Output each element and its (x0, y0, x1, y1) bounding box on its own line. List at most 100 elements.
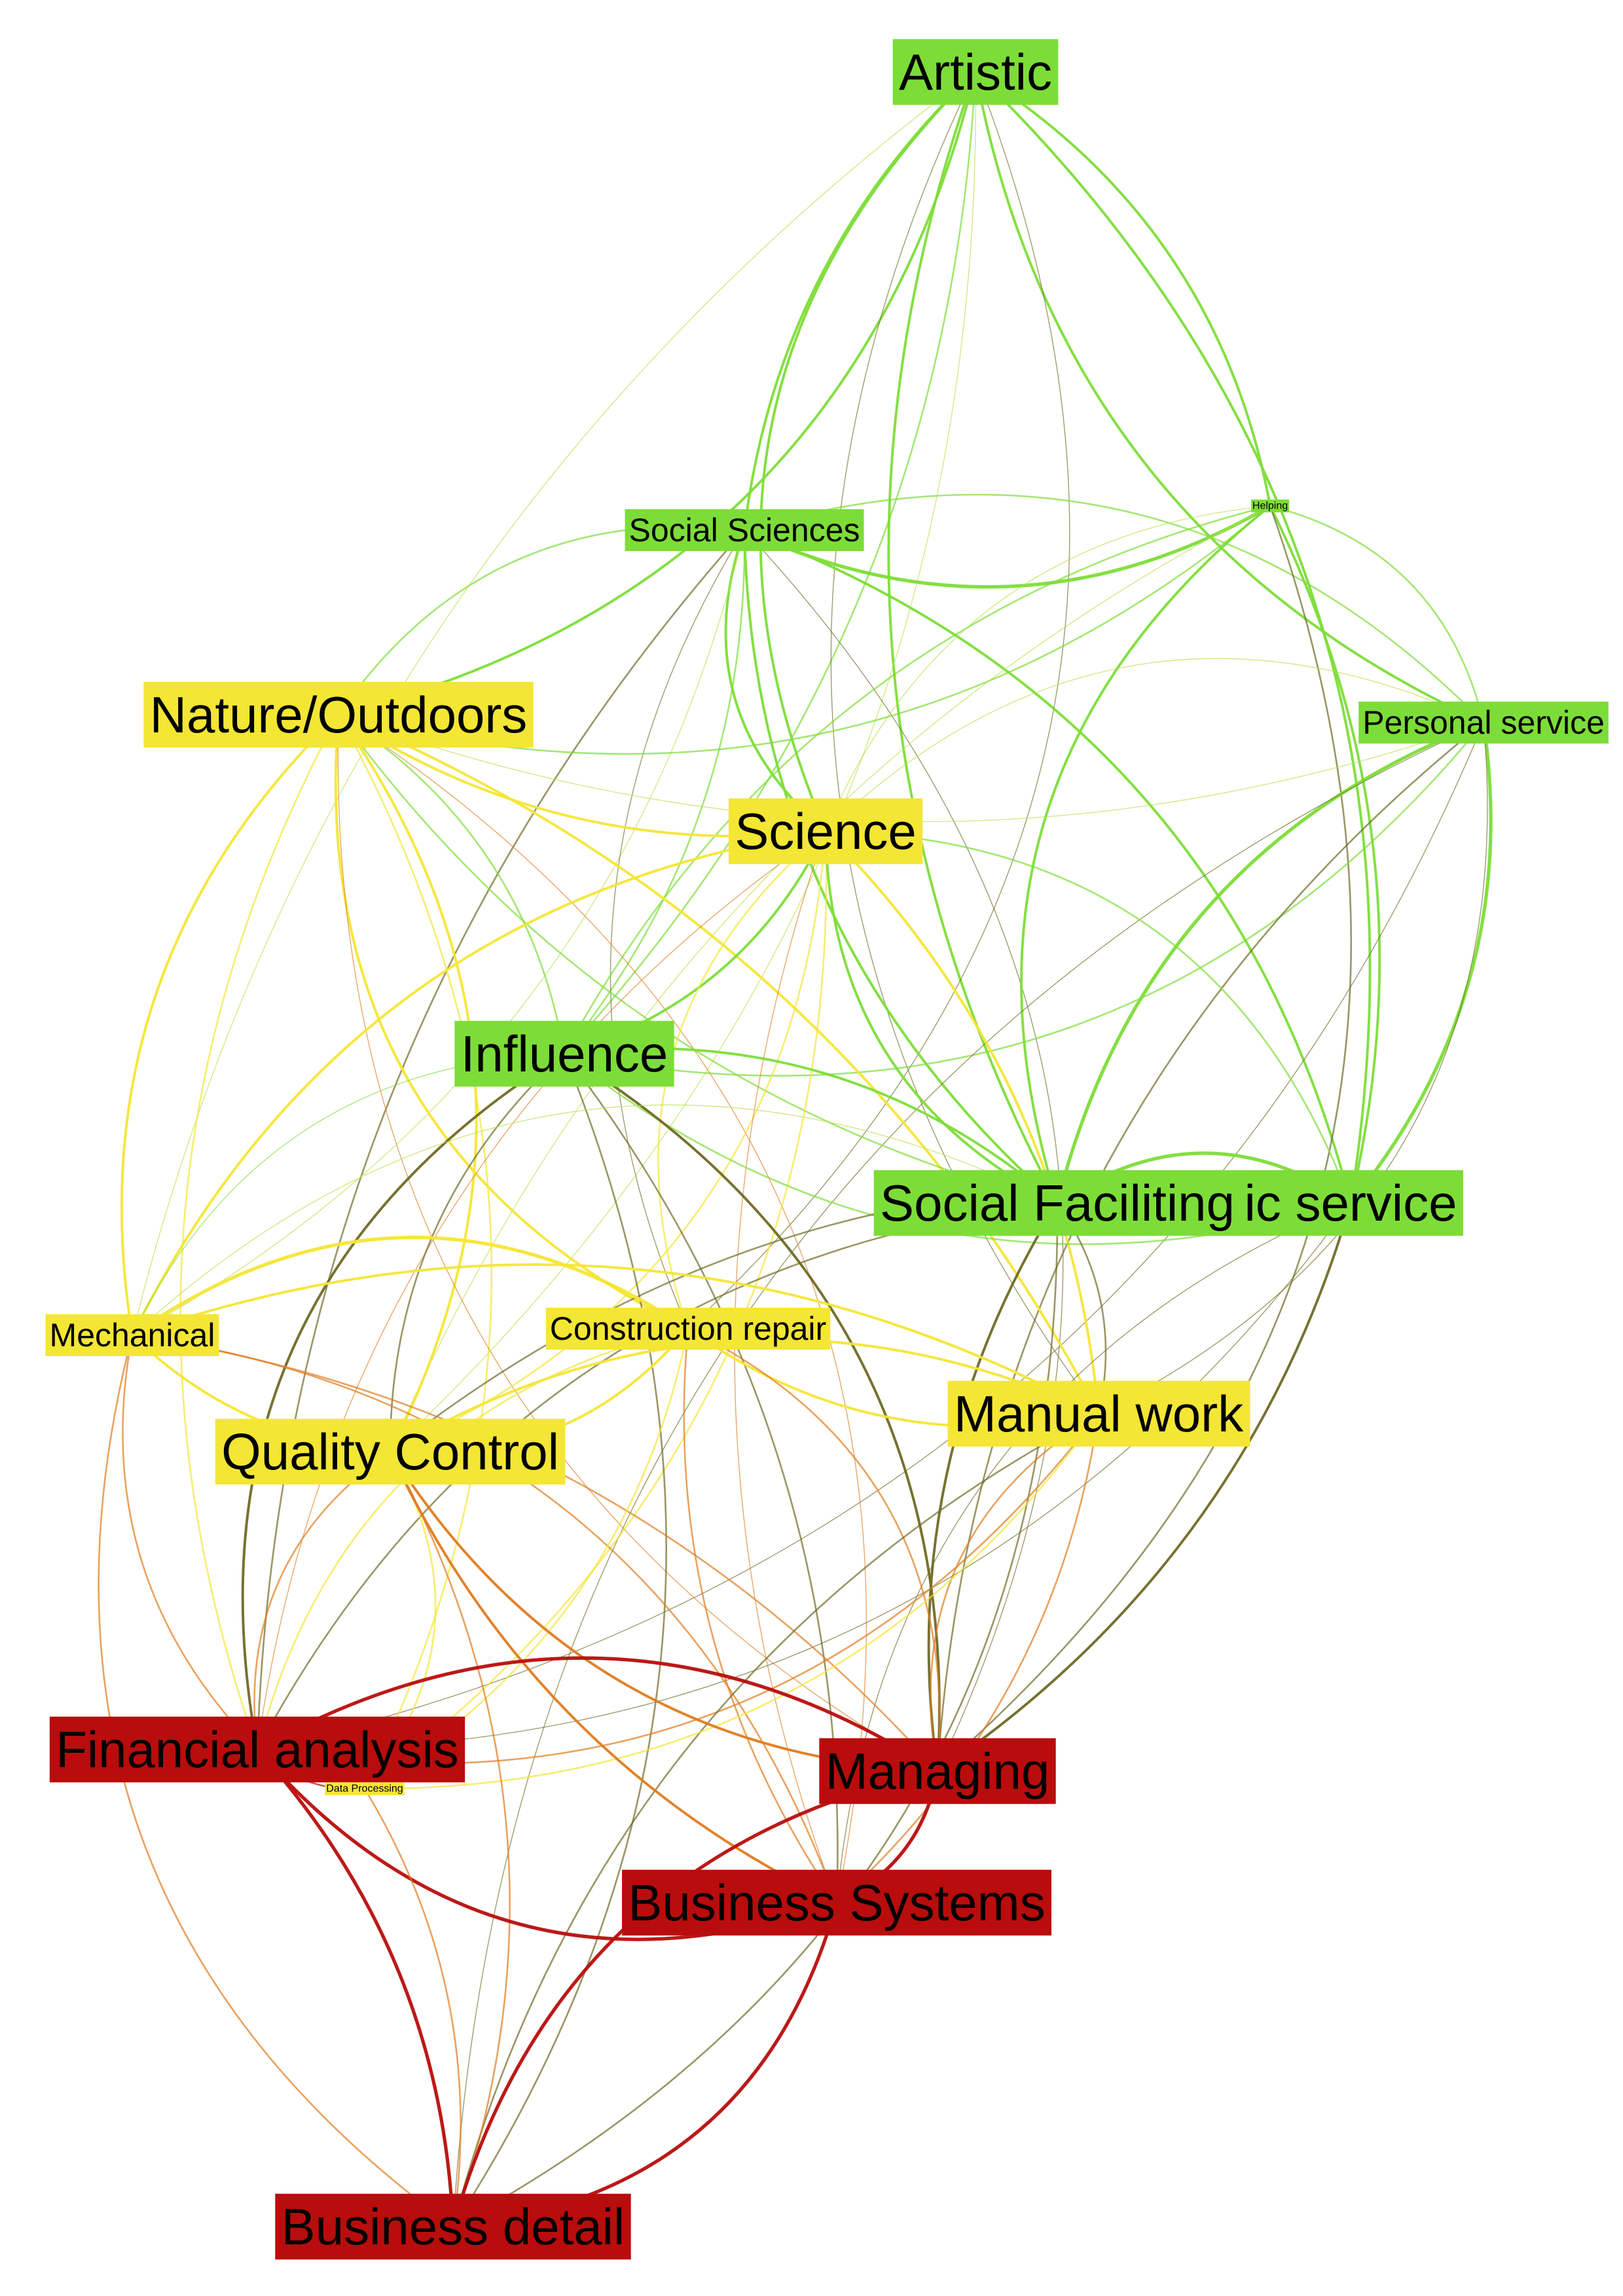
edge-artistic-mechanical (132, 71, 976, 1336)
node-helping-label: Helping (1252, 501, 1288, 512)
node-managing[interactable]: Managing (819, 1738, 1056, 1804)
edge-artistic-personal (974, 71, 1484, 724)
node-managing-label: Managing (826, 1742, 1050, 1800)
edge-artistic-influence (564, 71, 977, 1054)
node-business_detail[interactable]: Business detail (275, 2193, 631, 2260)
edge-manual-business_detail (452, 1412, 1099, 2227)
edge-social_sciences-construction (610, 529, 745, 1329)
node-social_fac-label: Social Faciliting (880, 1174, 1235, 1232)
node-mechanical-label: Mechanical (50, 1317, 215, 1354)
node-personal[interactable]: Personal service (1359, 702, 1609, 744)
edge-artistic-construction (687, 71, 1070, 1329)
edge-public_service-managing (936, 1202, 1352, 1772)
node-manual[interactable]: Manual work (947, 1380, 1250, 1447)
edge-social_fac-managing (927, 1202, 1059, 1772)
edge-science-quality (390, 831, 827, 1453)
node-helping[interactable]: Helping (1250, 499, 1290, 512)
node-construction[interactable]: Construction repair (545, 1308, 831, 1350)
node-financial-box (49, 1716, 465, 1783)
node-mechanical[interactable]: Mechanical (45, 1314, 219, 1356)
node-financial-label: Financial analysis (56, 1721, 459, 1778)
edge-construction-business_systems (683, 1328, 838, 1903)
edge-mechanical-financial (122, 1335, 258, 1750)
edge-science-social_fac (824, 831, 1058, 1204)
edge-nature-mechanical (120, 713, 340, 1336)
edge-quality-business_detail (389, 1451, 511, 2227)
node-mechanical-box (45, 1314, 219, 1356)
node-artistic[interactable]: Artistic (892, 39, 1059, 105)
edge-social_sciences-social_fac (743, 529, 1059, 1204)
edge-social_sciences-public_service (744, 529, 1352, 1204)
node-data_processing[interactable]: Data Processing (325, 1782, 405, 1795)
node-business_systems-box (622, 1869, 1051, 1936)
node-business_systems-label: Business Systems (628, 1874, 1045, 1931)
node-artistic-box (892, 39, 1059, 105)
node-public_service-box (1238, 1170, 1463, 1236)
node-social_sciences-label: Social Sciences (629, 512, 860, 548)
edge-nature-influence (338, 713, 566, 1054)
edge-influence-financial (241, 1052, 566, 1750)
edge-social_sciences-helping (743, 504, 1271, 589)
node-social_fac[interactable]: Social Faciliting (873, 1170, 1241, 1236)
node-social_sciences-box (625, 509, 864, 551)
node-manual-label: Manual work (954, 1385, 1244, 1443)
node-science-label: Science (735, 802, 917, 860)
edge-artistic-nature (338, 71, 977, 716)
node-science-box (728, 798, 923, 865)
edge-social_sciences-financial (256, 529, 745, 1750)
node-influence-label: Influence (461, 1025, 668, 1083)
edge-helping-personal (1269, 505, 1485, 723)
edge-helping-social_fac (1020, 505, 1271, 1204)
edge-social_fac-mechanical (132, 1104, 1058, 1336)
edge-personal-influence (564, 722, 1485, 1077)
node-manual-box (947, 1380, 1250, 1447)
node-construction-box (545, 1308, 831, 1350)
node-financial[interactable]: Financial analysis (49, 1716, 465, 1783)
edge-artistic-helping (974, 71, 1271, 507)
edge-personal-social_fac (1055, 721, 1484, 1204)
node-personal-box (1359, 702, 1609, 744)
edge-quality-business_systems (389, 1451, 837, 1904)
node-data_processing-box (325, 1782, 405, 1795)
node-quality[interactable]: Quality Control (215, 1418, 566, 1485)
edge-artistic-public_service (974, 71, 1372, 1204)
edge-helping-science (825, 505, 1271, 832)
node-business_detail-label: Business detail (282, 2198, 625, 2255)
edge-financial-business_detail (256, 1748, 455, 2227)
edge-helping-influence (563, 505, 1271, 1054)
node-public_service-label: ic service (1244, 1174, 1457, 1232)
edge-science-manual (824, 830, 1100, 1414)
edge-construction-managing (687, 1327, 941, 1772)
node-public_service[interactable]: ic service (1238, 1170, 1463, 1236)
node-nature[interactable]: Nature/Outdoors (143, 681, 534, 748)
node-managing-box (819, 1738, 1056, 1804)
node-social_sciences[interactable]: Social Sciences (625, 509, 864, 551)
edge-science-data_processing (364, 831, 828, 1790)
edge-social_sciences-science (724, 529, 827, 833)
node-social_fac-box (873, 1170, 1241, 1236)
edge-nature-financial (179, 714, 340, 1750)
edge-social_sciences-personal (744, 493, 1484, 723)
edge-financial-managing (256, 1656, 939, 1773)
node-business_systems[interactable]: Business Systems (622, 1869, 1051, 1936)
edge-manual-managing (930, 1412, 1099, 1772)
node-influence[interactable]: Influence (454, 1020, 674, 1087)
edge-mechanical-managing (132, 1334, 938, 1772)
edge-social_sciences-influence (563, 529, 746, 1054)
edge-nature-data_processing (337, 714, 492, 1789)
edge-nature-construction (334, 714, 689, 1330)
node-nature-label: Nature/Outdoors (150, 686, 528, 744)
edge-influence-quality (389, 1053, 565, 1452)
node-data_processing-label: Data Processing (326, 1784, 403, 1795)
node-artistic-label: Artistic (899, 43, 1052, 101)
edge-nature-business_systems (338, 714, 867, 1903)
edge-nature-managing (337, 714, 938, 1772)
edge-artistic-science (759, 71, 977, 832)
edge-mechanical-manual (132, 1263, 1099, 1415)
node-quality-label: Quality Control (221, 1423, 559, 1480)
node-science[interactable]: Science (728, 798, 923, 865)
edge-personal-science (825, 658, 1484, 832)
